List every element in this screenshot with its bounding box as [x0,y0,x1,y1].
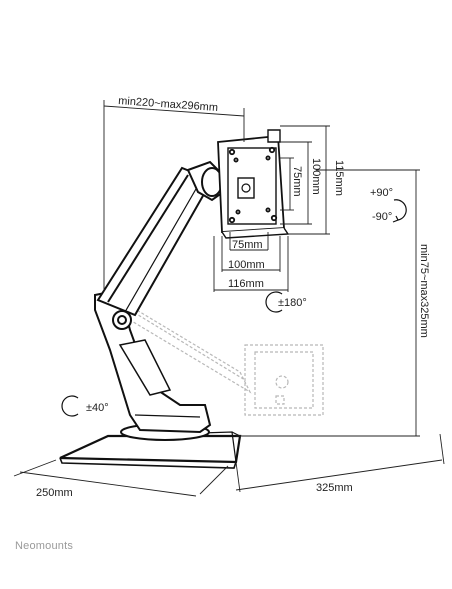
base-rotation-arrow-icon [61,395,79,417]
swivel-arrow-icon [265,291,283,313]
rotation-arrows [61,199,407,417]
vesa-100-h-label: 100mm [228,259,265,271]
base-column [94,288,212,441]
vesa-100-v-label: 100mm [310,158,322,195]
vesa-116-h-label: 116mm [228,278,264,290]
base-depth-label: 250mm [36,487,73,499]
vesa-115-label: 115mm [333,160,345,196]
base-width-label: 325mm [316,482,353,494]
vesa-75-v-label: 75mm [291,166,303,197]
base-rotation-label: ±40° [86,402,109,414]
brand-label: Neomounts [15,540,74,552]
height-range-label: min75~max325mm [418,244,430,338]
dimension-lines [13,100,445,497]
tilt-up-label: +90° [370,187,393,199]
vesa-plate [217,129,290,239]
tilt-down-label: -90° [372,211,392,223]
tilt-arrow-icon [393,199,407,221]
gas-spring-arm [96,160,228,330]
tilt-arrowhead-icon [392,215,399,223]
arm-reach-label: min220~max296mm [118,95,219,114]
ghost-arm-position [118,298,324,416]
swivel-label: ±180° [278,297,307,309]
vesa-75-h-label: 75mm [232,239,263,251]
base-plate [59,431,242,469]
